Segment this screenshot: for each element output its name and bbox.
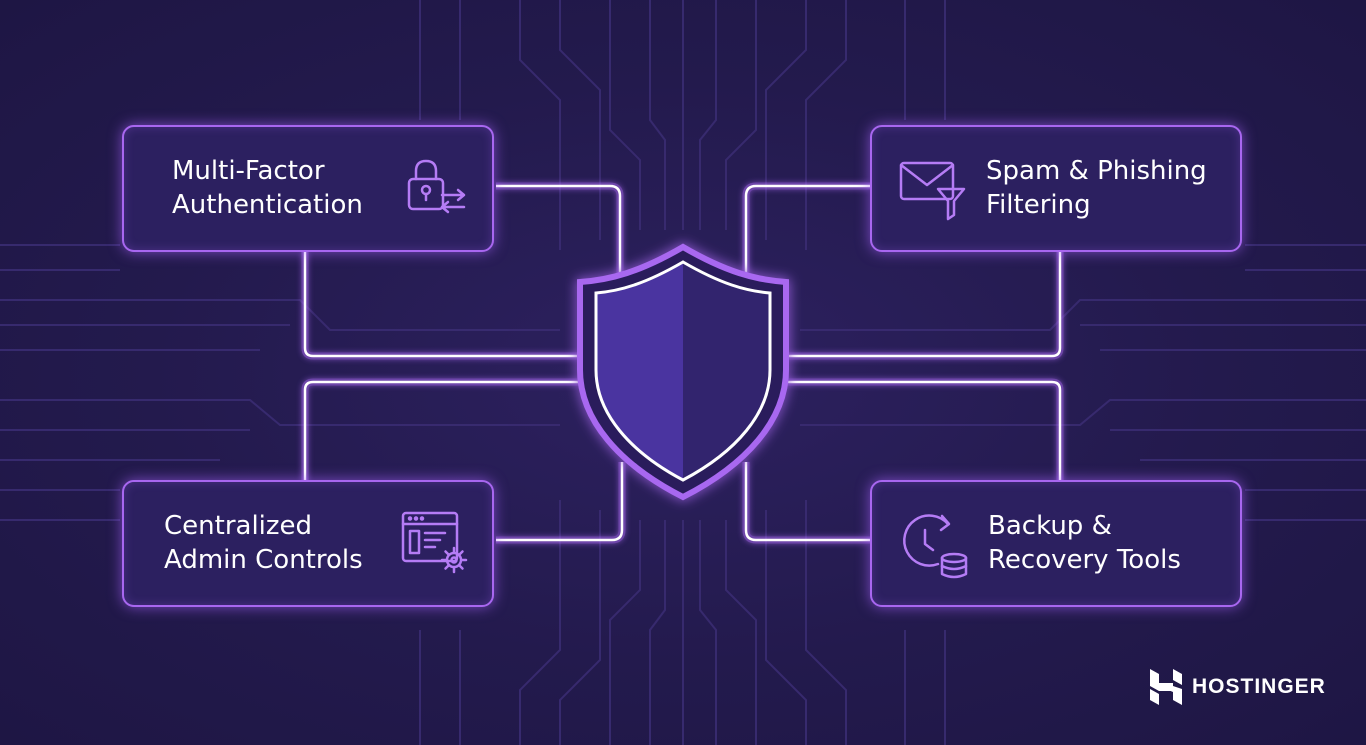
- feature-card-mfa: Multi-Factor Authentication: [122, 125, 494, 252]
- envelope-funnel-icon: [899, 161, 966, 221]
- feature-label-line1: Multi-Factor: [172, 156, 325, 186]
- clock-database-icon: [903, 514, 968, 579]
- window-gear-icon: [401, 511, 468, 574]
- brand-logo: HOSTINGER: [1150, 669, 1326, 705]
- hostinger-logo-icon: [1150, 669, 1182, 705]
- feature-label-line1: Spam & Phishing: [986, 156, 1207, 186]
- feature-label-backup-recovery: Backup & Recovery Tools: [988, 509, 1181, 577]
- feature-label-line2: Filtering: [986, 190, 1091, 220]
- feature-label-line1: Centralized: [164, 511, 313, 541]
- feature-label-line2: Authentication: [172, 190, 363, 220]
- feature-label-line2: Admin Controls: [164, 545, 363, 575]
- feature-label-line1: Backup &: [988, 511, 1112, 541]
- feature-label-admin-controls: Centralized Admin Controls: [164, 509, 363, 577]
- feature-label-mfa: Multi-Factor Authentication: [172, 154, 363, 222]
- feature-card-spam-filtering: Spam & Phishing Filtering: [870, 125, 1242, 252]
- feature-label-spam-filtering: Spam & Phishing Filtering: [986, 154, 1207, 222]
- feature-label-line2: Recovery Tools: [988, 545, 1181, 575]
- padlock-arrows-icon: [407, 159, 466, 214]
- brand-name: HOSTINGER: [1192, 675, 1326, 698]
- feature-card-backup-recovery: Backup & Recovery Tools: [870, 480, 1242, 607]
- feature-card-admin-controls: Centralized Admin Controls: [122, 480, 494, 607]
